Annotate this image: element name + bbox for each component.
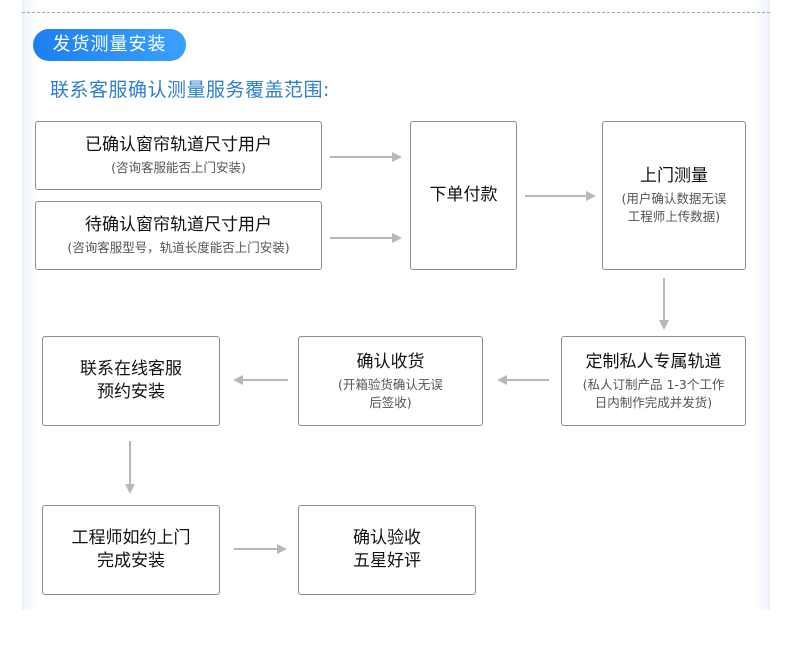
step-title: 已确认窗帘轨道尺寸用户 [85,135,272,155]
section-subtitle: 联系客服确认测量服务覆盖范围: [50,79,330,101]
step-title: 确认收货 [356,351,425,372]
step-title: 待确认窗帘轨道尺寸用户 [85,215,272,235]
step-title: 工程师如约上门 完成安装 [71,528,191,571]
step-note: (用户确认数据无误 工程师上传数据) [621,191,727,224]
step-title: 上门测量 [640,166,708,186]
step-note: (私人订制产品 1-3个工作 日内制作完成并发货) [582,376,725,410]
step-title: 联系在线客服 预约安装 [80,359,182,402]
step-engineer-install: 工程师如约上门 完成安装 [42,505,220,595]
step-pending-user: 待确认窗帘轨道尺寸用户 (咨询客服型号，轨道长度能否上门安装) [35,201,322,270]
step-note: (咨询客服型号，轨道长度能否上门安装) [67,240,290,255]
step-note: (开箱验货确认无误 后签收) [338,376,443,410]
step-place-order: 下单付款 [410,121,517,270]
step-note: (咨询客服能否上门安装) [111,160,246,175]
step-custom-track: 定制私人专属轨道 (私人订制产品 1-3个工作 日内制作完成并发货) [561,336,746,426]
section-pill-label: 发货测量安装 [33,29,186,61]
step-onsite-measure: 上门测量 (用户确认数据无误 工程师上传数据) [602,121,746,270]
step-title: 确认验收 五星好评 [353,528,421,571]
step-confirm-receipt: 确认收货 (开箱验货确认无误 后签收) [298,336,483,426]
step-contact-service: 联系在线客服 预约安装 [42,336,220,426]
step-title: 定制私人专属轨道 [585,351,722,372]
step-confirm-review: 确认验收 五星好评 [298,505,476,595]
step-title: 下单付款 [429,185,498,205]
top-dashed-divider [22,12,770,13]
step-confirmed-user: 已确认窗帘轨道尺寸用户 (咨询客服能否上门安装) [35,121,322,190]
